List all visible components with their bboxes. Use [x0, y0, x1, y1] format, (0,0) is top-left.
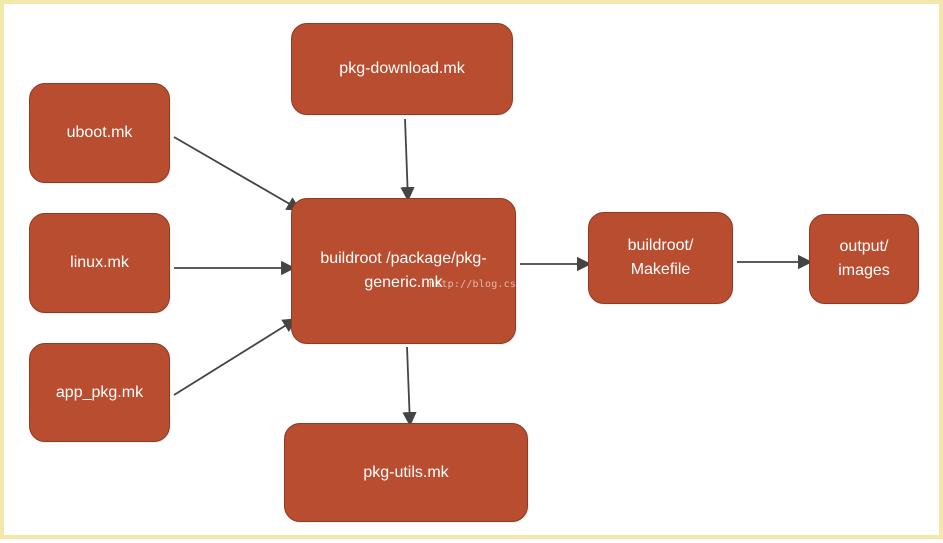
edge-uboot-to-pkg-generic — [173, 136, 302, 211]
node-linux: linux.mk — [29, 213, 170, 313]
node-app-pkg: app_pkg.mk — [29, 343, 170, 442]
node-makefile: buildroot/ Makefile — [588, 212, 733, 304]
edge-pkg-generic-to-pkg-utils — [402, 346, 417, 427]
node-output-images: output/ images — [809, 214, 919, 304]
edge-pkg-download-to-pkg-generic — [400, 118, 415, 202]
node-pkg-utils: pkg-utils.mk — [284, 423, 528, 522]
node-pkg-download: pkg-download.mk — [291, 23, 513, 115]
node-pkg-generic: buildroot /package/pkg- generic.mk — [291, 198, 516, 344]
node-uboot: uboot.mk — [29, 83, 170, 183]
edge-app-pkg-to-pkg-generic — [173, 318, 298, 396]
watermark: http://blog.csdn.net/ — [429, 279, 560, 290]
